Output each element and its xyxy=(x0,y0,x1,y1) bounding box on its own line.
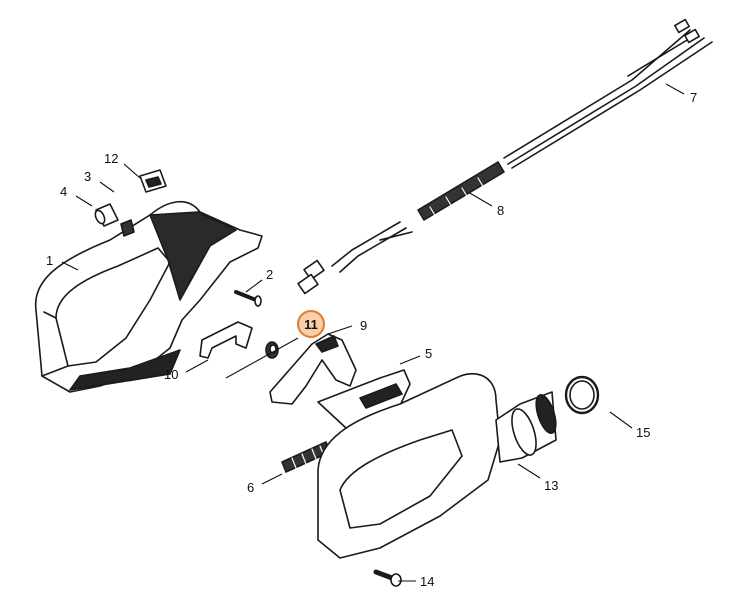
screw-drawing xyxy=(373,569,402,587)
label-part-8[interactable]: 8 xyxy=(497,203,504,218)
label-part-7[interactable]: 7 xyxy=(690,90,697,105)
lever-drawing xyxy=(199,321,253,359)
label-part-13[interactable]: 13 xyxy=(544,478,558,493)
trigger-drawing xyxy=(269,333,357,405)
spring-small-drawing xyxy=(120,219,135,237)
pin-drawing xyxy=(234,290,262,307)
trigger-lock-drawing xyxy=(317,369,411,437)
label-part-12[interactable]: 12 xyxy=(104,151,118,166)
label-part-5[interactable]: 5 xyxy=(425,346,432,361)
switch-cap-drawing xyxy=(139,169,167,193)
highlight-label[interactable]: 11 xyxy=(304,317,318,332)
label-part-1[interactable]: 1 xyxy=(46,253,53,268)
wire-harness-drawing xyxy=(297,18,713,295)
label-part-9[interactable]: 9 xyxy=(360,318,367,333)
handle-housing-right-drawing xyxy=(317,373,557,559)
highlight-circle xyxy=(297,310,325,338)
label-part-15[interactable]: 15 xyxy=(636,425,650,440)
o-ring-drawing xyxy=(564,375,600,415)
cable-sleeve-drawing xyxy=(417,161,505,221)
label-part-6[interactable]: 6 xyxy=(247,480,254,495)
label-part-14[interactable]: 14 xyxy=(420,574,434,589)
label-part-10[interactable]: 10 xyxy=(164,367,178,382)
sleeve-drawing xyxy=(94,203,119,227)
handle-housing-left-drawing xyxy=(34,201,263,393)
label-part-3[interactable]: 3 xyxy=(84,169,91,184)
label-part-2[interactable]: 2 xyxy=(266,267,273,282)
leader-lines xyxy=(61,83,685,582)
label-part-4[interactable]: 4 xyxy=(60,184,67,199)
